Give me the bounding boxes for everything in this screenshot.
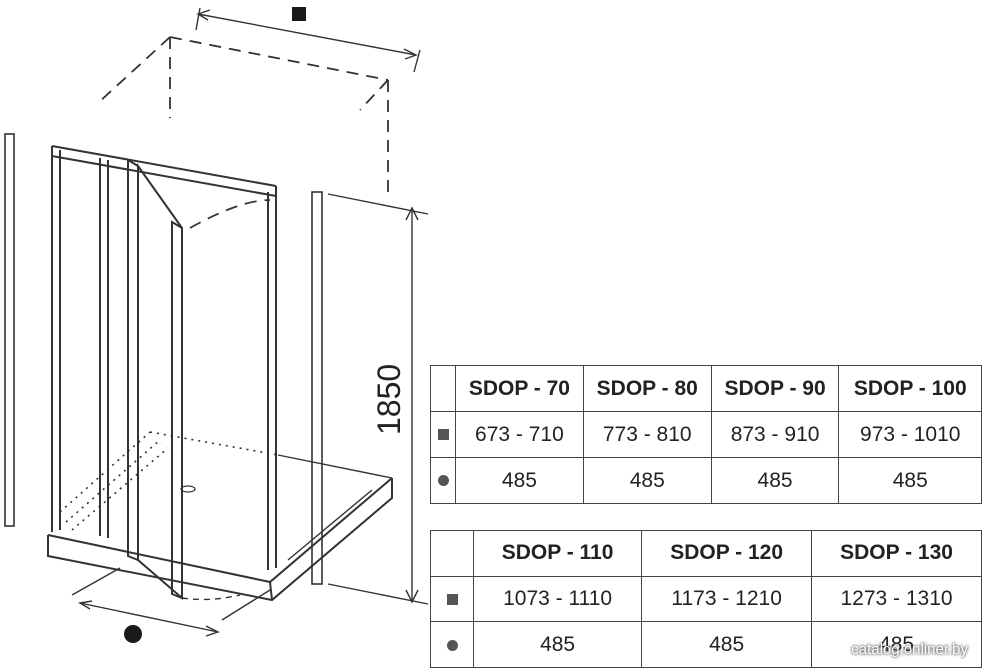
- door-row: 485 485 485: [430, 621, 982, 668]
- width-symbol-square: [292, 7, 306, 21]
- door-cell: 485: [582, 457, 712, 504]
- square-symbol-icon: [430, 411, 456, 458]
- width-dimension-top: [195, 7, 421, 73]
- width-cell: 773 - 810: [582, 411, 712, 458]
- niche-outline: [97, 36, 389, 229]
- model-header: SDOP - 130: [811, 530, 982, 577]
- door-cell: 485: [811, 621, 982, 668]
- tray-dotted-edge: [59, 431, 279, 531]
- shower-tray: [47, 454, 393, 602]
- width-cell: 1173 - 1210: [641, 575, 813, 623]
- width-cell: 873 - 910: [710, 411, 840, 458]
- width-cell: 673 - 710: [455, 411, 584, 458]
- height-dimension-label: 1850: [371, 364, 407, 435]
- corner-cell: [430, 365, 456, 412]
- right-wall-profile: [311, 191, 323, 585]
- model-header: SDOP - 90: [710, 365, 840, 412]
- table-header-row: SDOP - 110 SDOP - 120 SDOP - 130: [430, 530, 982, 577]
- door-cell: 485: [838, 457, 982, 504]
- spec-table-2: SDOP - 110 SDOP - 120 SDOP - 130 1073 - …: [430, 530, 982, 668]
- width-row: 673 - 710 773 - 810 873 - 910 973 - 1010: [430, 411, 982, 458]
- width-cell: 1073 - 1110: [472, 575, 643, 623]
- square-symbol-icon: [430, 575, 474, 623]
- width-row: 1073 - 1110 1173 - 1210 1273 - 1310: [430, 575, 982, 623]
- spec-table-1: SDOP - 70 SDOP - 80 SDOP - 90 SDOP - 100…: [430, 365, 982, 504]
- circle-symbol-icon: [430, 457, 456, 504]
- width-cell: 973 - 1010: [838, 411, 982, 458]
- door-cell: 485: [455, 457, 584, 504]
- door-cell: 485: [472, 621, 643, 668]
- model-header: SDOP - 110: [472, 530, 643, 577]
- corner-cell: [430, 530, 474, 577]
- model-header: SDOP - 100: [838, 365, 982, 412]
- table-header-row: SDOP - 70 SDOP - 80 SDOP - 90 SDOP - 100: [430, 365, 982, 412]
- door-row: 485 485 485 485: [430, 457, 982, 504]
- watermark: catalog.onliner.by: [851, 641, 968, 658]
- model-header: SDOP - 120: [641, 530, 813, 577]
- model-header: SDOP - 80: [582, 365, 712, 412]
- folding-door-panels: [127, 158, 183, 601]
- door-dimension-bottom: [71, 567, 271, 637]
- left-wall-strip: [4, 133, 15, 527]
- door-cell: 485: [641, 621, 813, 668]
- circle-symbol-icon: [430, 621, 474, 668]
- door-frame: [51, 145, 277, 570]
- door-symbol-circle: [124, 625, 142, 643]
- model-header: SDOP - 70: [455, 365, 584, 412]
- door-cell: 485: [710, 457, 840, 504]
- height-dimension: [327, 193, 429, 605]
- width-cell: 1273 - 1310: [811, 575, 982, 623]
